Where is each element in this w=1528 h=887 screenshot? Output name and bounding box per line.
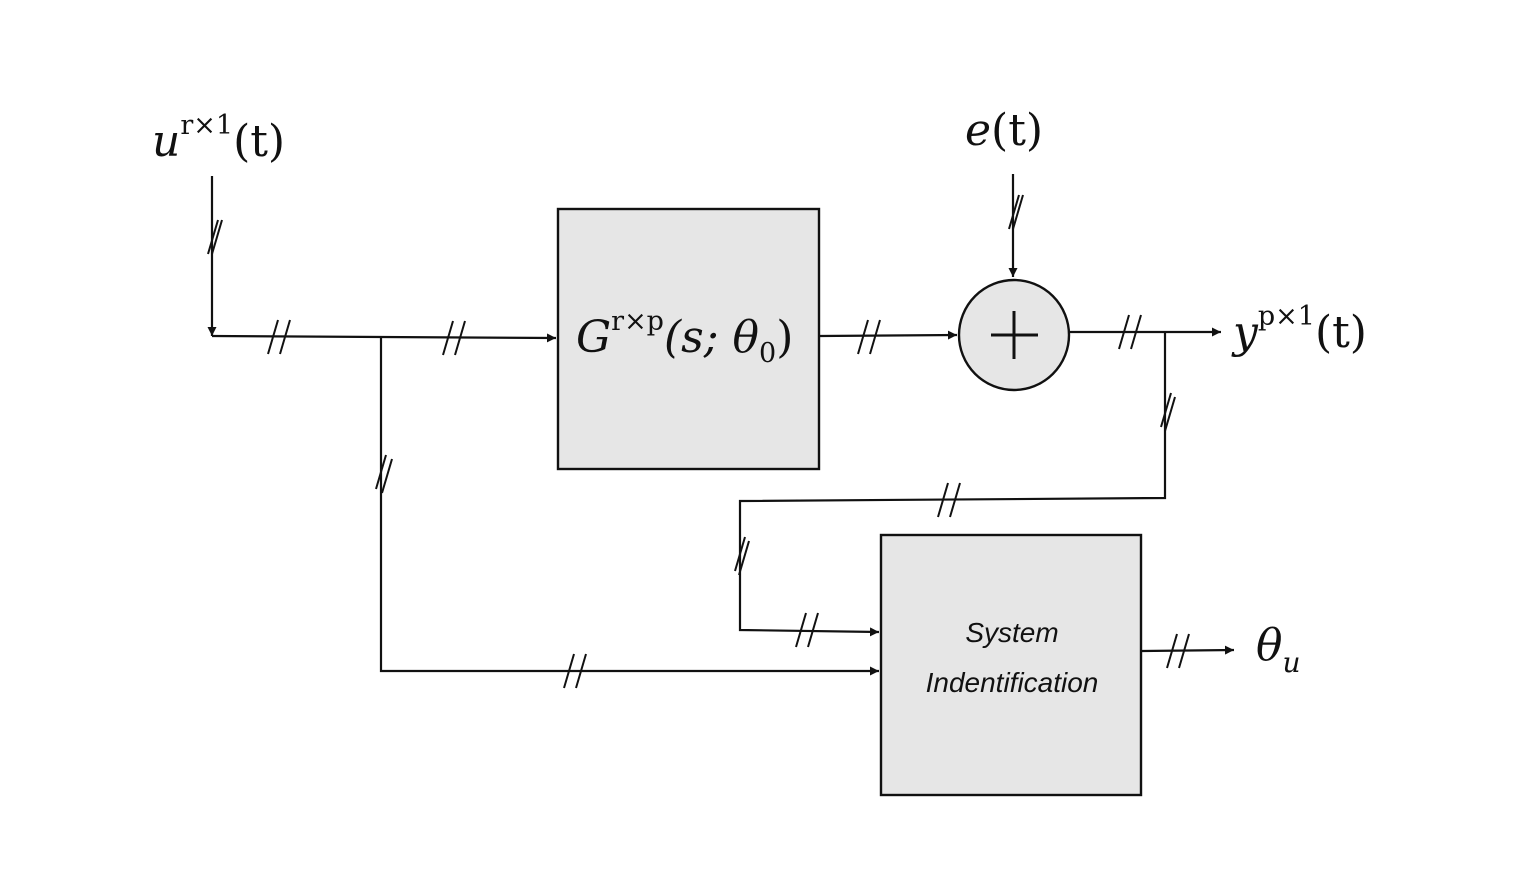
- estimate-base: θ: [1256, 620, 1283, 671]
- estimate-subscript: u: [1283, 646, 1301, 679]
- noise-signal-label: e(t): [965, 105, 1043, 156]
- input-wire-to-plant: [211, 333, 557, 343]
- noise-signal-argument: (t): [991, 105, 1043, 156]
- bus-tick: [563, 653, 587, 689]
- sysid-label-line1: System: [965, 617, 1058, 648]
- bus-tick: [1160, 392, 1176, 432]
- sysid-label-line2: Indentification: [926, 667, 1099, 698]
- plant-block: [556, 207, 821, 471]
- bus-tick: [857, 319, 881, 355]
- bus-tick: [795, 612, 819, 648]
- bus-tick: [1008, 194, 1024, 230]
- plant-label: Gr×p(s; θ0): [576, 306, 793, 369]
- bus-tick: [937, 482, 961, 518]
- input-signal-dimension: r×1: [180, 110, 233, 141]
- plant-args-subscript: 0: [759, 338, 776, 369]
- plant-args-open: (s; θ: [664, 312, 759, 363]
- output-feedback-wire: [738, 332, 1167, 637]
- bus-tick-marks: [207, 194, 1190, 689]
- output-signal-dimension: p×1: [1258, 301, 1315, 332]
- noise-signal-base: e: [965, 105, 991, 156]
- input-signal-argument: (t): [233, 116, 285, 167]
- estimate-label: θu: [1256, 620, 1301, 679]
- bus-tick: [442, 320, 466, 356]
- input-signal-label: ur×1(t): [152, 110, 285, 167]
- plant-dimension: r×p: [611, 306, 664, 337]
- bus-tick: [375, 454, 393, 494]
- bus-tick: [1118, 314, 1142, 350]
- output-signal-argument: (t): [1315, 307, 1367, 358]
- input-signal-base: u: [152, 116, 180, 167]
- bus-tick: [267, 319, 291, 355]
- plant-to-sum-wire: [819, 330, 958, 340]
- sysid-block: [879, 533, 1143, 797]
- input-branch-to-sysid: [379, 337, 879, 676]
- summing-junction: [957, 278, 1071, 392]
- bus-tick: [734, 536, 750, 576]
- bus-tick: [1166, 633, 1190, 669]
- output-signal-base: y: [1231, 307, 1259, 358]
- plant-base: G: [576, 312, 611, 363]
- output-signal-label: yp×1(t): [1231, 301, 1367, 358]
- estimate-output-wire: [1141, 645, 1235, 655]
- bus-tick: [207, 219, 223, 255]
- plant-args-close: ): [776, 312, 793, 363]
